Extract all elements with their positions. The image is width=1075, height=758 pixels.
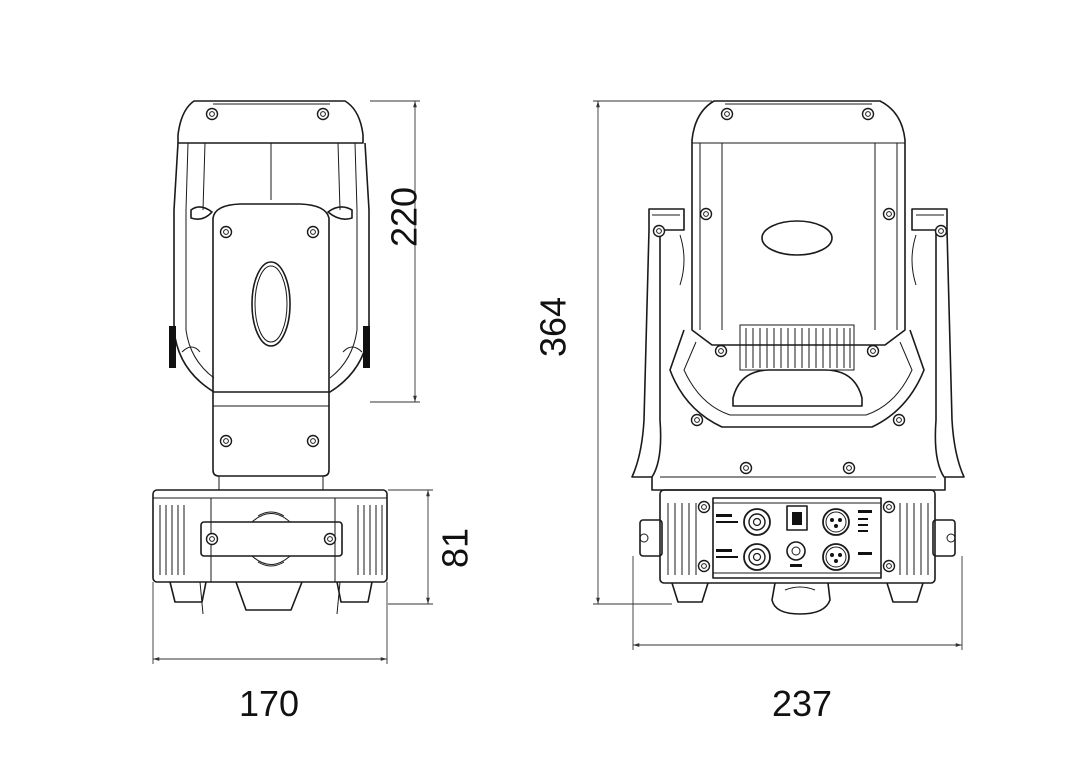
dim-label-364: 364 <box>533 297 574 357</box>
vent-head <box>739 324 855 371</box>
dim-side-width: 170 <box>152 582 388 724</box>
dmx-in-connector <box>822 508 850 536</box>
dim-front-width: 237 <box>632 556 963 724</box>
dim-label-220: 220 <box>384 187 425 247</box>
vent-base-left <box>667 503 697 575</box>
dim-base-height: 81 <box>388 489 476 605</box>
dim-side-height: 220 <box>370 100 425 403</box>
dim-label-170: 170 <box>239 683 299 724</box>
front-view <box>631 100 965 615</box>
vent-base-right <box>899 503 929 575</box>
dim-label-81: 81 <box>435 528 476 568</box>
side-view <box>152 100 388 615</box>
vent-right <box>357 505 383 575</box>
dim-front-height: 364 <box>533 100 712 605</box>
dmx-out-connector <box>822 543 850 571</box>
power-in-connector <box>743 508 771 536</box>
power-out-connector <box>743 543 771 571</box>
dim-label-237: 237 <box>772 683 832 724</box>
vent-left <box>159 505 185 575</box>
